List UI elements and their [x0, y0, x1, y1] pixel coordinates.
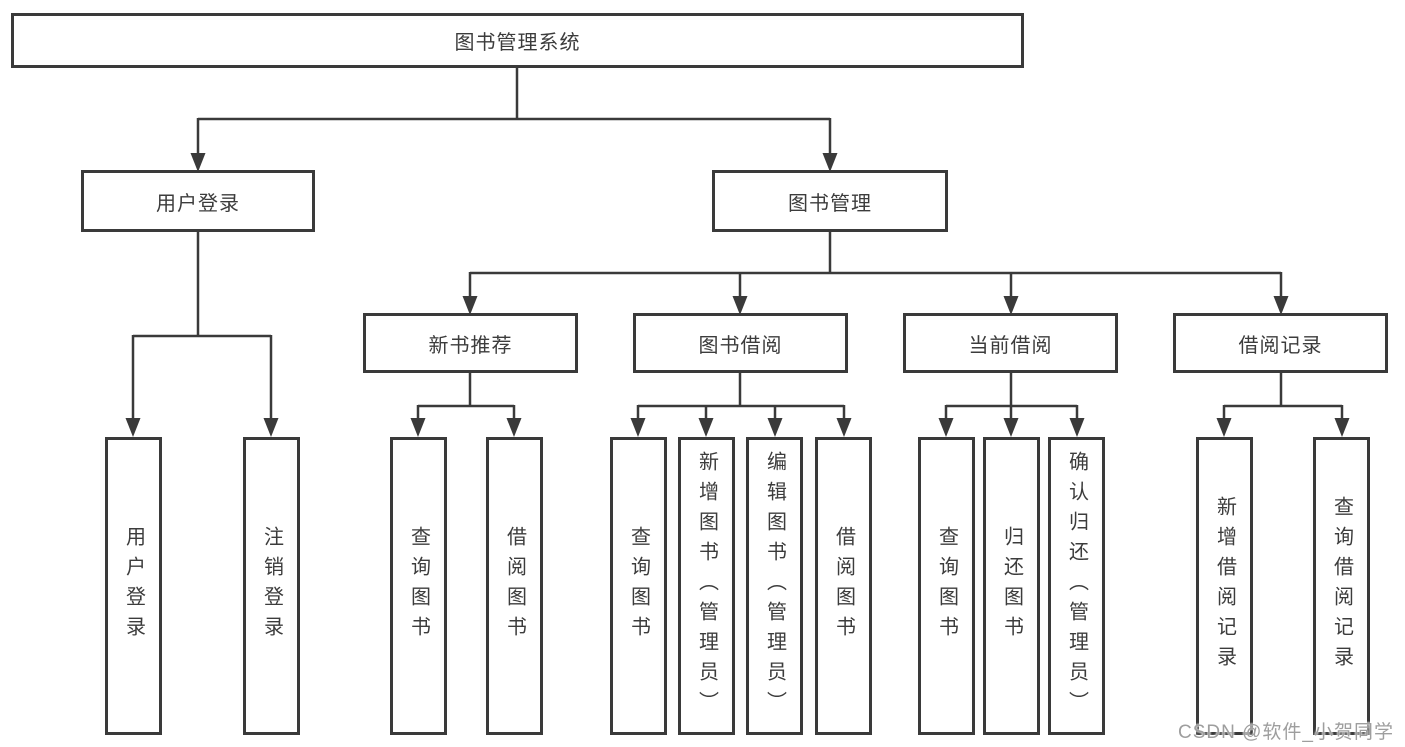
- node-label: 查询图书: [407, 526, 430, 646]
- node-label: 查询借阅记录: [1330, 496, 1353, 676]
- node-leaf-query-borrow-record: 查询借阅记录: [1313, 437, 1370, 735]
- node-leaf-edit-books-admin: 编辑图书（管理员）: [746, 437, 803, 735]
- arrowhead-icons: [125, 153, 1350, 437]
- node-leaf-add-books-admin: 新增图书（管理员）: [678, 437, 735, 735]
- node-leaf-return-books: 归还图书: [983, 437, 1040, 735]
- node-label: 查询图书: [627, 526, 650, 646]
- node-label: 归还图书: [1000, 526, 1023, 646]
- node-leaf-confirm-return-admin: 确认归还（管理员）: [1048, 437, 1105, 735]
- node-new-book-recommendation: 新书推荐: [363, 313, 578, 373]
- node-label: 查询图书: [935, 526, 958, 646]
- node-label: 确认归还（管理员）: [1065, 451, 1088, 721]
- node-book-management: 图书管理: [712, 170, 948, 232]
- node-leaf-user-login: 用户登录: [105, 437, 162, 735]
- node-label: 用户登录: [122, 526, 145, 646]
- connector-lines: [131, 68, 1344, 421]
- node-label: 编辑图书（管理员）: [763, 451, 786, 721]
- node-leaf-logout: 注销登录: [243, 437, 300, 735]
- node-leaf-borrow-books-1: 借阅图书: [486, 437, 543, 735]
- node-leaf-add-borrow-record: 新增借阅记录: [1196, 437, 1253, 735]
- csdn-watermark: CSDN @软件_小贺同学: [1178, 722, 1394, 743]
- node-label: 新增图书（管理员）: [695, 451, 718, 721]
- node-label: 注销登录: [260, 526, 283, 646]
- node-leaf-query-books-3: 查询图书: [918, 437, 975, 735]
- node-leaf-query-books-2: 查询图书: [610, 437, 667, 735]
- node-user-login: 用户登录: [81, 170, 315, 232]
- node-leaf-query-books-1: 查询图书: [390, 437, 447, 735]
- node-label: 借阅图书: [832, 526, 855, 646]
- node-leaf-borrow-books-2: 借阅图书: [815, 437, 872, 735]
- node-label: 新增借阅记录: [1213, 496, 1236, 676]
- node-current-borrowing: 当前借阅: [903, 313, 1118, 373]
- node-borrowing-records: 借阅记录: [1173, 313, 1388, 373]
- node-library-management-system: 图书管理系统: [11, 13, 1024, 68]
- node-label: 借阅图书: [503, 526, 526, 646]
- node-book-borrowing: 图书借阅: [633, 313, 848, 373]
